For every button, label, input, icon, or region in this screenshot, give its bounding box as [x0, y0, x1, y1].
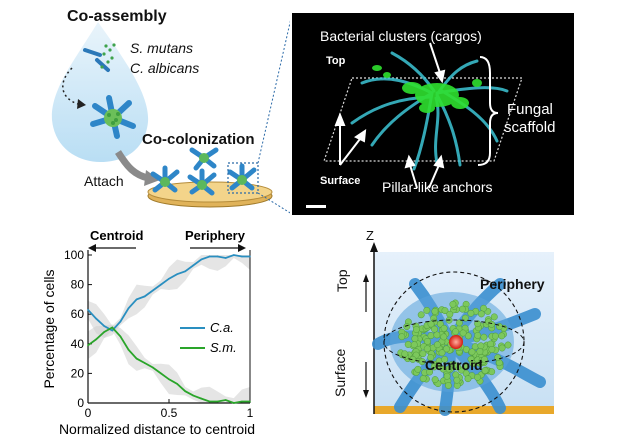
scaffold-bracket	[477, 56, 499, 166]
data-point	[87, 308, 89, 311]
data-point	[160, 283, 162, 286]
x-tick-label: 0.5	[161, 406, 178, 420]
schematic-panel: Co-assembly S. mutans C. albicans Co-col…	[0, 0, 290, 220]
centroid-label: Centroid	[425, 357, 483, 373]
periphery-label: Periphery	[480, 276, 545, 292]
y-tick-label: 80	[71, 278, 85, 292]
arrowhead-periphery	[238, 244, 246, 252]
annotation-periphery: Periphery	[185, 228, 246, 243]
data-point	[192, 394, 195, 397]
model-graphic	[363, 242, 554, 416]
data-point	[111, 326, 114, 329]
fungal-label-line2: scaffold	[504, 119, 556, 136]
data-point	[119, 335, 122, 338]
legend-label-S.m.: S.m.	[210, 340, 237, 355]
data-point	[152, 289, 154, 292]
data-point	[160, 372, 162, 375]
attach-arrow-icon	[115, 150, 149, 182]
species-2-label: C. albicans	[130, 60, 200, 76]
data-point	[233, 402, 235, 404]
data-point	[208, 400, 211, 403]
z-axis-label: Z	[366, 228, 374, 243]
data-point	[143, 295, 146, 298]
data-point	[200, 258, 203, 261]
model-panel: Z Top Surface Periphery Centroid	[330, 228, 570, 442]
y-tick-label: 20	[71, 366, 85, 380]
micrograph-panel: Bacterial clusters (cargos) Fungal scaff…	[292, 13, 574, 215]
data-point	[241, 400, 243, 403]
micrograph-image	[306, 42, 523, 208]
axis-top-label: Top	[326, 55, 346, 67]
data-point	[249, 400, 251, 403]
data-point	[152, 366, 154, 369]
data-point	[103, 325, 105, 327]
cocolonization-label: Co-colonization	[142, 131, 255, 148]
data-point	[249, 255, 251, 258]
error-band-1	[88, 324, 250, 403]
y-tick-label: 40	[71, 337, 85, 351]
data-point	[216, 255, 219, 258]
aggregate-icon	[90, 95, 136, 139]
data-point	[216, 400, 219, 403]
droplet-shape	[51, 22, 149, 162]
data-point	[224, 257, 227, 259]
model-surface-label: Surface	[332, 348, 348, 397]
data-point	[135, 298, 138, 301]
data-point	[233, 254, 235, 256]
fungal-label-line1: Fungal	[507, 101, 553, 118]
schematic-graphic	[51, 20, 290, 214]
data-point	[143, 362, 146, 364]
x-tick-label: 0	[85, 406, 92, 420]
data-point	[176, 382, 178, 385]
data-point	[119, 320, 122, 323]
species-1-label: S. mutans	[130, 40, 194, 56]
coassembly-label: Co-assembly	[67, 8, 167, 25]
dotted-arrow-icon	[62, 67, 79, 105]
y-axis-label: Percentage of cells	[41, 269, 57, 388]
data-point	[192, 264, 195, 267]
x-axis-label: Normalized distance to centroid	[59, 421, 255, 437]
data-point	[200, 397, 203, 400]
data-point	[176, 273, 178, 276]
data-point	[103, 331, 105, 333]
model-top-label: Top	[334, 269, 350, 292]
data-point	[168, 277, 170, 280]
distance-chart: 0 20 40 60 80 100 0 0.5 1 C.a. S.m. Centroid Periphe…	[41, 228, 255, 437]
model-surface	[374, 406, 554, 414]
data-point	[168, 378, 170, 381]
data-point	[111, 329, 114, 332]
data-point	[135, 357, 138, 360]
annotation-centroid: Centroid	[90, 228, 144, 243]
data-point	[208, 255, 211, 258]
legend-label-C.a.: C.a.	[210, 320, 234, 335]
data-point	[224, 399, 227, 401]
scale-bar	[306, 205, 326, 208]
y-tick-label: 100	[64, 248, 84, 262]
data-point	[87, 344, 89, 347]
fungal-cell-small-icon	[83, 48, 110, 72]
arrowhead-centroid	[88, 244, 96, 252]
data-point	[184, 270, 186, 273]
zoom-box	[227, 162, 259, 194]
attach-label: Attach	[84, 173, 124, 189]
data-point	[127, 307, 130, 310]
data-point	[95, 338, 97, 341]
axis-surface-label: Surface	[320, 175, 361, 187]
data-point	[241, 255, 243, 258]
error-band-0	[88, 255, 250, 338]
centroid-dot	[449, 335, 463, 349]
y-tick-label: 60	[71, 307, 85, 321]
bacterial-clusters-label: Bacterial clusters (cargos)	[320, 28, 482, 44]
x-tick-label: 1	[247, 406, 254, 420]
y-tick-label: 0	[77, 396, 84, 410]
data-point	[127, 348, 130, 351]
data-point	[95, 317, 97, 320]
data-point	[184, 390, 186, 392]
pillar-label: Pillar-like anchors	[382, 179, 493, 195]
